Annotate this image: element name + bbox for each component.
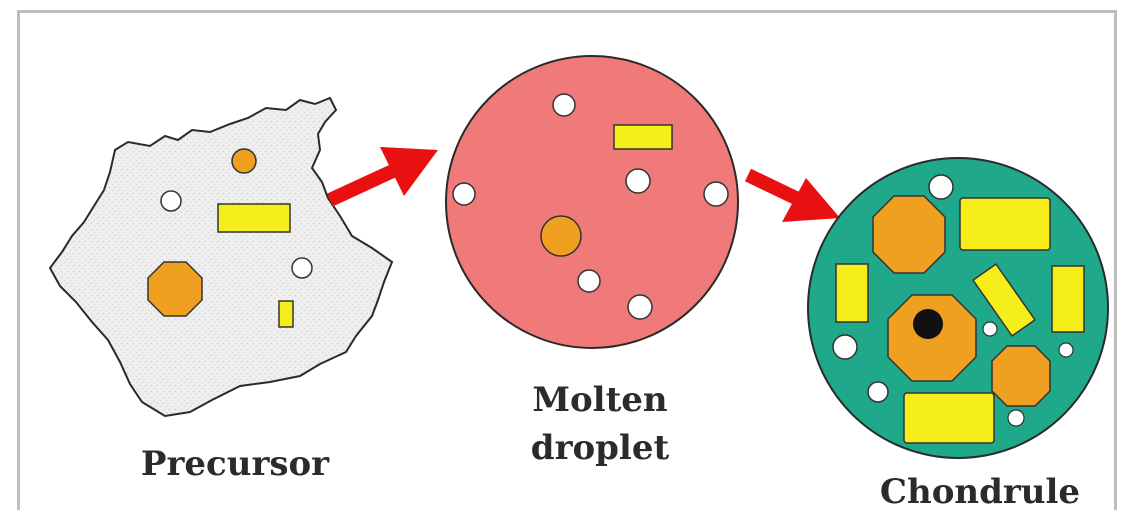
precursor-label-line1: Precursor [120, 440, 350, 488]
vesicle [833, 335, 857, 359]
chondrule-label: Chondrule [860, 468, 1100, 516]
molten-droplet-label: Molten droplet [500, 376, 700, 472]
molten-label-line1: Molten [500, 376, 700, 424]
vesicle [704, 182, 728, 206]
grain-orange-octagon [148, 262, 202, 316]
grain-orange [541, 216, 581, 256]
molten-label-line2: droplet [500, 424, 700, 472]
grain-yellow-lath [960, 198, 1050, 250]
vesicle [1059, 343, 1073, 357]
precursor-label: Precursor [120, 440, 350, 488]
droplet-body [446, 56, 738, 348]
chondrule-label-text: Chondrule [860, 468, 1100, 516]
vesicle [628, 295, 652, 319]
vesicle [868, 382, 888, 402]
grain-yellow-lath [614, 125, 672, 149]
vesicle [553, 94, 575, 116]
grain-yellow-lath [836, 264, 868, 322]
grain-orange-octagon [873, 196, 945, 273]
arrow-melting [330, 147, 438, 200]
molten-droplet [446, 56, 738, 348]
grain-yellow-lath [218, 204, 290, 232]
grain-yellow-small [279, 301, 293, 327]
vesicle [929, 175, 953, 199]
vesicle [983, 322, 997, 336]
vesicle [626, 169, 650, 193]
vesicle [578, 270, 600, 292]
arrow-crystallization [748, 175, 840, 222]
chondrule [808, 158, 1108, 458]
vesicle [292, 258, 312, 278]
precursor-outline [50, 98, 392, 416]
vesicle [161, 191, 181, 211]
grain-core-dark [913, 309, 943, 339]
grain-orange-octagon [992, 346, 1050, 406]
vesicle [453, 183, 475, 205]
grain-yellow-lath [904, 393, 994, 443]
precursor-aggregate [50, 98, 392, 416]
grain-orange-small [232, 149, 256, 173]
grain-yellow-lath [1052, 266, 1084, 332]
vesicle [1008, 410, 1024, 426]
